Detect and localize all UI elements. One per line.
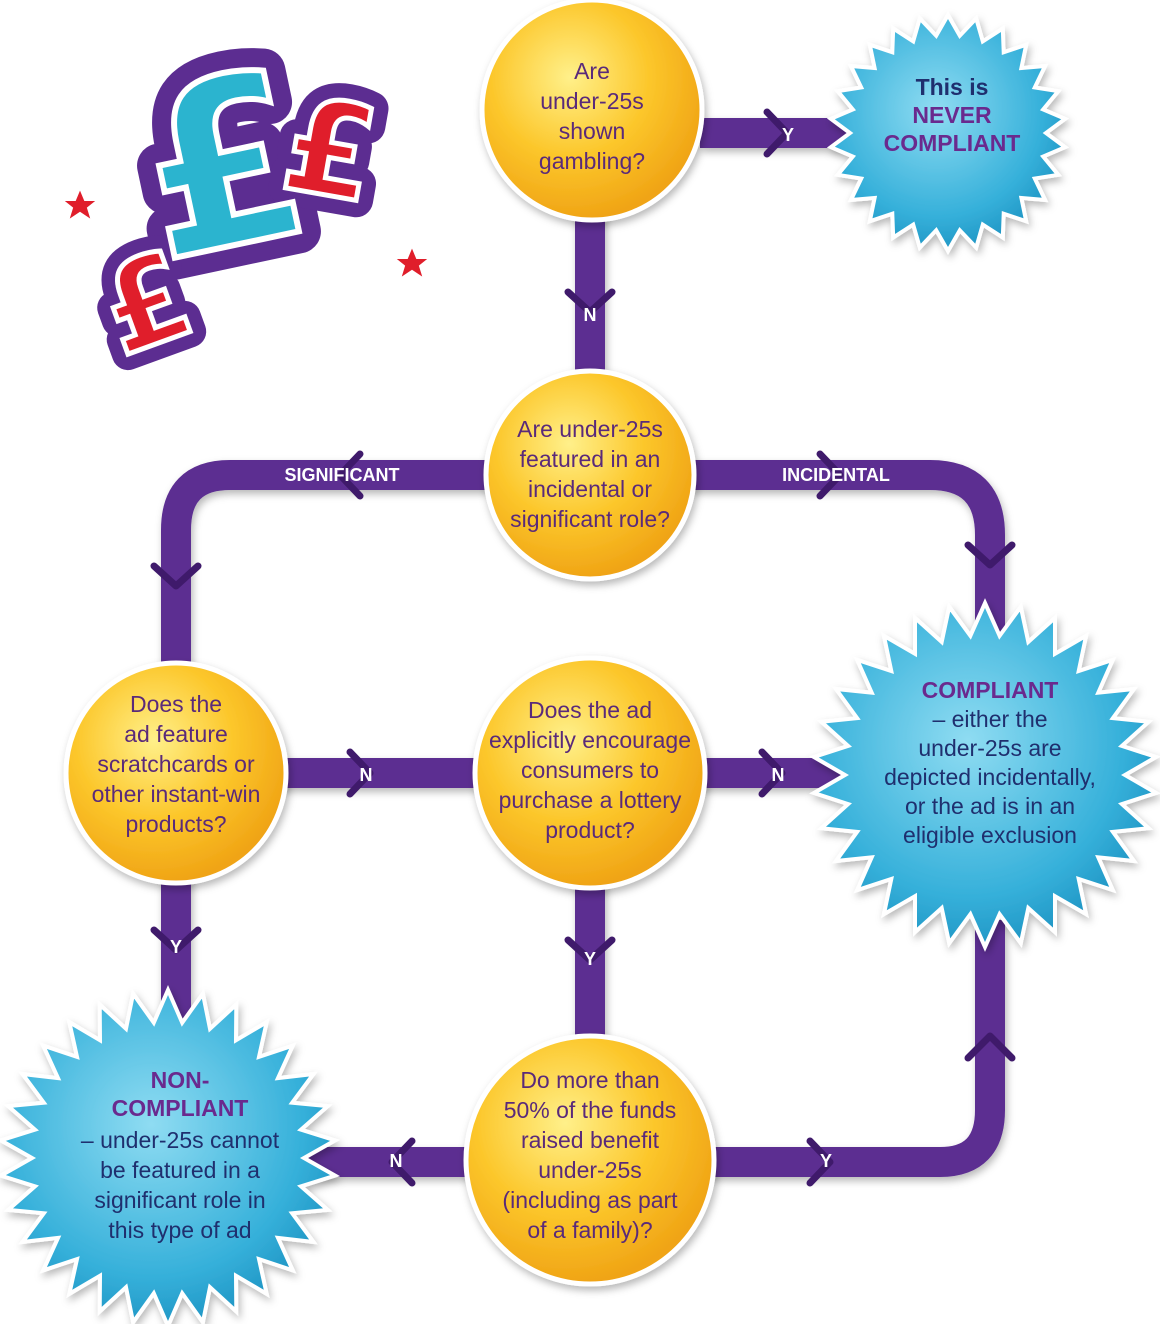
text-line: Are under-25s [517, 416, 663, 442]
text-line: explicitly encourage [489, 727, 691, 753]
text-line: significant role in [94, 1187, 265, 1213]
text-line: gambling? [539, 148, 645, 174]
question-q1: Are under-25s shown gambling? [479, 0, 705, 223]
text-line: under-25s are [918, 735, 1061, 761]
arrow-up-icon [964, 1032, 1016, 1062]
question-circle [463, 1033, 717, 1287]
text-line: Does the ad [528, 697, 652, 723]
arrow-right-icon [806, 1137, 834, 1187]
text-line: under-25s [538, 1157, 642, 1183]
text-line: under-25s [540, 88, 644, 114]
text-line: Are [574, 58, 610, 84]
arrow-down-icon [964, 541, 1016, 569]
edge-labels: Y N SIGNIFICANT INCIDENTAL N N Y Y N Y [170, 125, 890, 1171]
starburst-shape [0, 984, 341, 1324]
edge-label-q4-yes: Y [584, 949, 596, 969]
edge-label-q3-no: N [360, 765, 373, 785]
outcome-noncompliant-title: NON-COMPLIANT [112, 1067, 249, 1121]
starburst-shape [809, 598, 1160, 952]
starburst-shape [826, 10, 1070, 256]
arrow-down-icon [564, 288, 616, 316]
text-line: ad feature [124, 721, 228, 747]
text-line: (including as part [502, 1187, 678, 1213]
edge-label-incidental: INCIDENTAL [782, 465, 890, 485]
text-line: scratchcards or [97, 751, 255, 777]
pound-red-top-icon: £ [272, 67, 387, 232]
outcome-never-text: This is [916, 74, 989, 100]
edge-label-q4-no: N [772, 765, 785, 785]
arrow-left-icon [388, 1137, 416, 1187]
text-line: product? [545, 817, 635, 843]
text-line: 50% of the funds [504, 1097, 677, 1123]
text-line: products? [125, 811, 226, 837]
text-line: – under-25s cannot [81, 1127, 280, 1153]
text-line: Do more than [520, 1067, 659, 1093]
question-circle [479, 0, 705, 223]
text-line: consumers to [521, 757, 659, 783]
text-line: NEVER [912, 102, 992, 128]
outcome-non-compliant: NON-COMPLIANT – under-25s cannot be featu… [0, 984, 341, 1324]
edge-label-q5-no: N [390, 1151, 403, 1171]
connector-q5-compliant [700, 920, 1005, 1177]
text-line: of a family)? [527, 1217, 652, 1243]
text-line: This is [916, 74, 989, 100]
outcome-noncompliant-text: – under-25s cannot be featured in a signif… [81, 1127, 280, 1243]
question-q3-text: Does the ad feature scratchcards or other i… [92, 691, 261, 837]
question-q2-text: Are under-25s featured in an incidental or… [510, 416, 670, 532]
star-icon [391, 243, 433, 282]
edge-label-significant: SIGNIFICANT [285, 465, 400, 485]
arrow-right-icon [758, 748, 786, 798]
arrow-right-icon [816, 450, 844, 500]
question-q5-text: Do more than 50% of the funds raised benef… [502, 1067, 678, 1243]
question-circle [483, 368, 697, 582]
pound-decoration: £ £ £ £ £ £ £ [59, 0, 433, 400]
arrow-down-icon [150, 926, 202, 954]
text-line: depicted incidentally, [884, 764, 1096, 790]
question-q3: Does the ad feature scratchcards or other i… [63, 660, 289, 886]
arrow-down-icon [150, 562, 202, 590]
text-line: featured in an [520, 446, 661, 472]
text-line: shown [559, 118, 625, 144]
text-line: other instant-win [92, 781, 261, 807]
text-line: incidental or [528, 476, 652, 502]
question-q2: Are under-25s featured in an incidental or… [483, 368, 697, 582]
arrow-chevrons [150, 108, 1016, 1187]
text-line: NON- [151, 1067, 210, 1093]
text-line: raised benefit [521, 1127, 660, 1153]
connector-q2-compliant [690, 460, 1005, 650]
connector-track [161, 118, 1005, 1177]
outcome-compliant-title: COMPLIANT [922, 677, 1059, 703]
text-line: or the ad is in an [905, 793, 1075, 819]
text-line: COMPLIANT [112, 1095, 249, 1121]
edge-label-q3-yes: Y [170, 937, 182, 957]
arrow-left-icon [336, 450, 364, 500]
text-line: Does the [130, 691, 222, 717]
question-q5: Do more than 50% of the funds raised benef… [463, 1033, 717, 1287]
question-q4-text: Does the ad explicitly encourage consumers… [489, 697, 691, 843]
text-line: – either the [932, 706, 1047, 732]
text-line: COMPLIANT [884, 130, 1021, 156]
star-icon [59, 185, 101, 224]
text-line: be featured in a [100, 1157, 260, 1183]
question-circle [63, 660, 289, 886]
text-line: this type of ad [108, 1217, 251, 1243]
edge-label-q5-yes: Y [820, 1151, 832, 1171]
text-line: purchase a lottery [499, 787, 682, 813]
question-q1-text: Are under-25s shown gambling? [539, 58, 645, 174]
arrow-down-icon [564, 936, 616, 964]
question-circle [472, 655, 708, 891]
edge-label-q1-yes: Y [782, 125, 794, 145]
connector-q2-q3 [161, 460, 490, 700]
outcome-compliant-text: – either the under-25s are depicted incide… [884, 706, 1096, 848]
outcome-compliant: COMPLIANT – either the under-25s are depic… [809, 598, 1160, 952]
text-line: significant role? [510, 506, 670, 532]
edge-label-q1-no: N [584, 305, 597, 325]
text-line: eligible exclusion [903, 822, 1077, 848]
arrow-right-icon [763, 108, 791, 158]
question-q4: Does the ad explicitly encourage consumers… [472, 655, 708, 891]
arrow-right-icon [346, 748, 374, 798]
